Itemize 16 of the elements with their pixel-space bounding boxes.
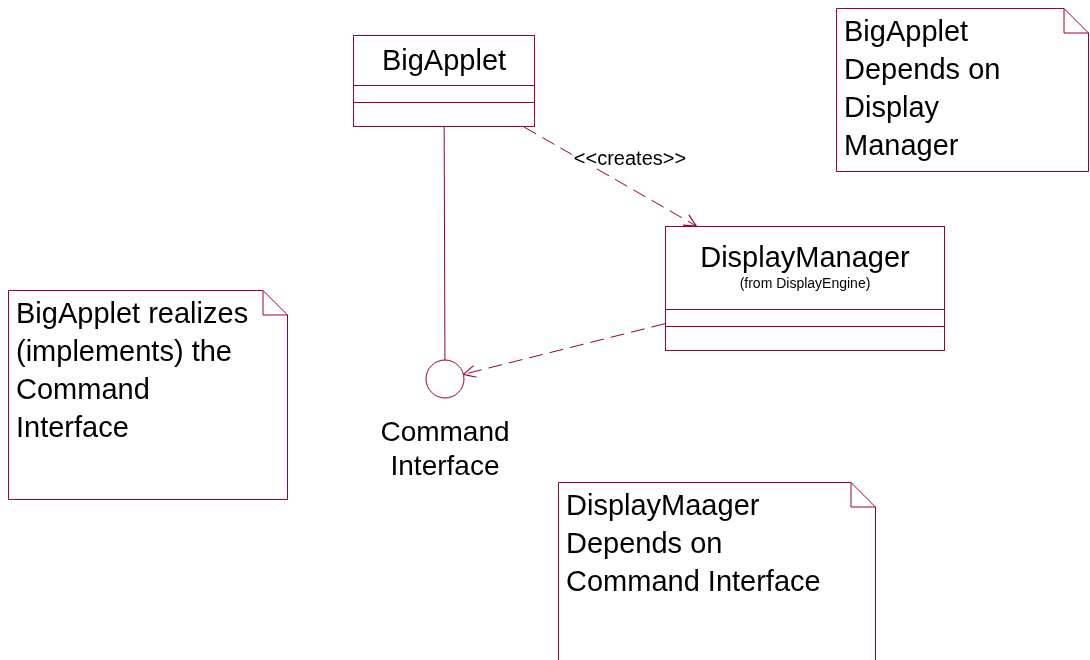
interface-name: Command Interface	[379, 415, 511, 483]
class-box	[665, 226, 945, 351]
note	[558, 482, 876, 660]
edge-label: <<creates>>	[571, 148, 689, 168]
class-box	[353, 35, 535, 127]
note-text: DisplayMaager Depends on Command Interface	[565, 488, 822, 599]
note-text: BigApplet Depends on Display Manager	[843, 14, 1002, 163]
note-text: BigApplet realizes (implements) the Command Interface	[15, 296, 250, 445]
dependency-arrow	[462, 323, 666, 378]
class-name: BigApplet	[381, 43, 507, 79]
package-note: (from DisplayEngine)	[739, 275, 871, 293]
association-line	[443, 126, 446, 361]
dependency-arrow	[523, 126, 697, 227]
note	[836, 8, 1089, 172]
class-name: DisplayManager	[700, 240, 910, 276]
note	[8, 290, 288, 500]
